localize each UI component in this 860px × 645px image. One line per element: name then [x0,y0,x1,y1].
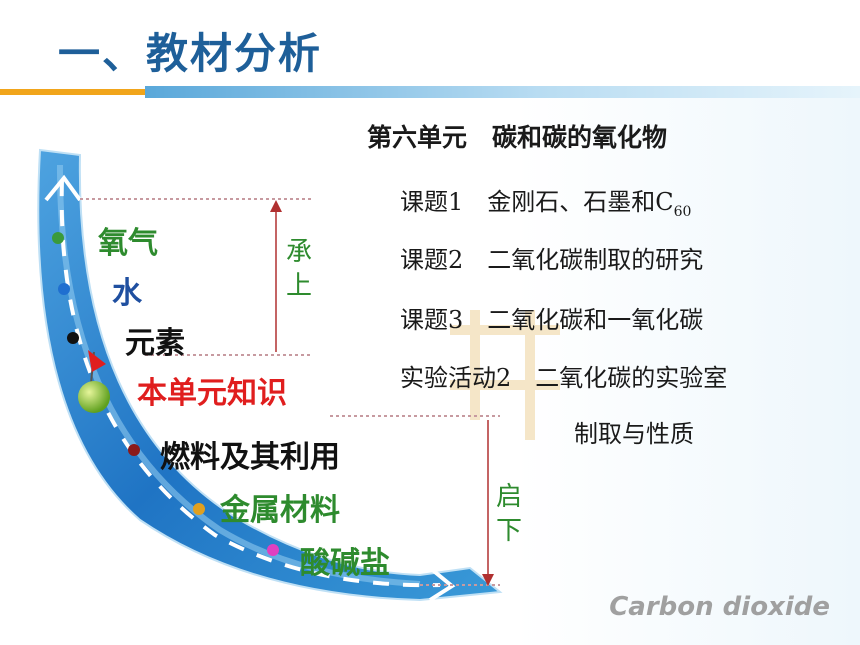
lesson-1: 课题1 金刚石、石墨和C60 [400,188,692,220]
fuel-dot [128,444,140,456]
topic-element: 元素 [125,326,185,361]
footer-caption: Carbon dioxide [609,592,830,622]
header-stripe [145,86,860,98]
grid-decoration [450,325,560,335]
water-dot [58,283,70,295]
arc-dashed-line [59,179,441,588]
metal-dot [193,503,205,515]
topic-current-unit: 本单元知识 [137,376,287,411]
page-title: 一、教材分析 [58,29,323,78]
arc-band [37,148,503,602]
bracket-down-label: 启下 [495,482,522,546]
unit-title: 第六单元 碳和碳的氧化物 [367,123,668,152]
oxygen-dot [52,232,64,244]
lesson-2: 课题2 二氧化碳制取的研究 [400,246,704,274]
ball-icon [78,381,110,413]
topic-fuel: 燃料及其利用 [160,440,340,475]
lesson-3: 课题3 二氧化碳和一氧化碳 [400,306,704,334]
header-stripe-accent [0,89,145,95]
lesson-4: 实验活动2 二氧化碳的实验室 [400,364,728,392]
topic-oxygen: 氧气 [98,226,158,261]
background-panel [0,98,860,645]
topic-acid-base-salt: 酸碱盐 [300,546,390,581]
lesson-4-continued: 制取与性质 [574,420,694,448]
acid-dot [267,544,279,556]
grid-decoration [525,310,535,440]
topic-water: 水 [112,276,142,311]
grid-decoration [450,380,560,390]
topic-metal: 金属材料 [220,493,340,528]
bracket-up-label: 承上 [285,237,312,301]
arrow-top-icon [44,174,82,202]
element-dot [67,332,79,344]
down-arrow-icon [482,574,494,586]
grid-decoration [470,310,480,420]
up-arrow-icon [270,200,282,212]
flag-icon [88,350,106,372]
